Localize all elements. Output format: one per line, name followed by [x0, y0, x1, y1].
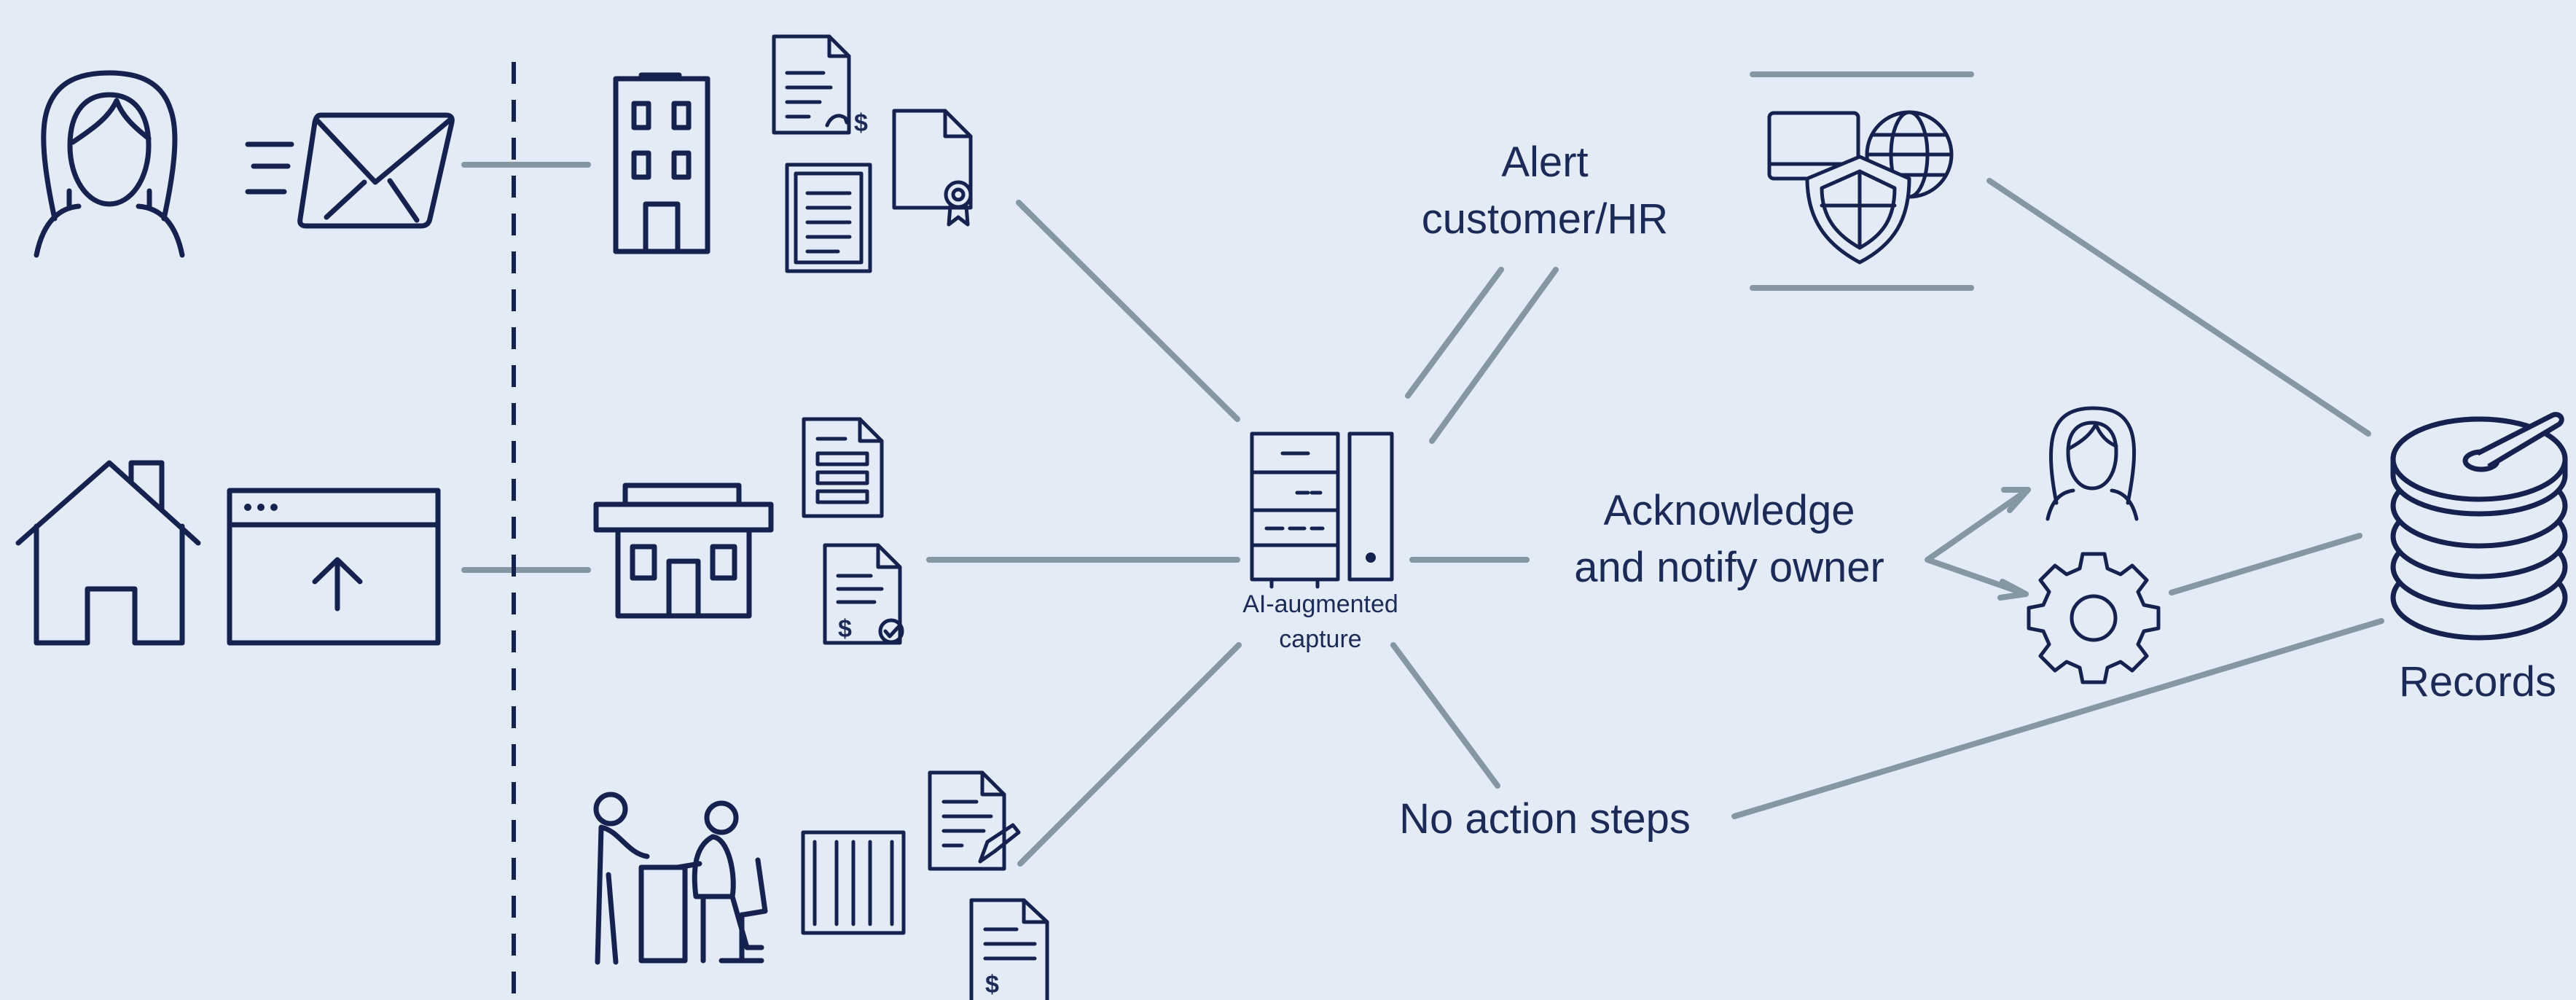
gear-icon [2027, 552, 2161, 684]
acknowledge-label-line1: Acknowledge [1604, 487, 1855, 534]
svg-text:$: $ [854, 109, 868, 137]
invoice-icon: $ [772, 34, 868, 137]
records-label: Records [2399, 658, 2556, 706]
statement-document-icon [785, 163, 872, 273]
arrow-acknowledge-branch [1925, 487, 2031, 597]
certificate-icon [892, 109, 973, 227]
upload-window-icon [227, 488, 441, 646]
alert-label-line1: Alert [1501, 138, 1588, 186]
house-icon [15, 460, 201, 646]
arrow-gear-to-records [2169, 533, 2362, 595]
svg-text:$: $ [838, 615, 852, 643]
arrow-capture-to-no-action [1390, 642, 1500, 789]
people-at-desk-icon [593, 792, 768, 965]
form-document-icon [802, 417, 884, 518]
svg-text:$: $ [985, 971, 999, 999]
arrow-head-owner [2001, 487, 2031, 513]
arrow-capture-to-alert [1405, 267, 1504, 399]
arrow-security-to-records [1986, 178, 2371, 437]
email-icon [245, 112, 455, 229]
server-icon [1250, 431, 1394, 589]
alert-label-line2: customer/HR [1422, 195, 1668, 243]
owner-icon [2045, 406, 2139, 521]
arrow-head-gear [1997, 579, 2029, 601]
storefront-icon [593, 483, 774, 619]
arrow-office-to-capture [1016, 200, 1240, 422]
security-globe-icon [1767, 110, 1954, 265]
acknowledge-label-line2: and notify owner [1574, 544, 1884, 591]
office-building-icon [613, 72, 710, 254]
arrow-alert-to-capture [1429, 267, 1559, 444]
paid-invoice-icon: $ [823, 543, 904, 645]
no-action-label: No action steps [1399, 795, 1691, 843]
dollar-document-icon: $ [969, 898, 1049, 1000]
woman-icon [34, 70, 185, 258]
signed-document-icon [928, 770, 1021, 871]
arrow-no-action-to-records [1731, 618, 2384, 819]
database-icon [2390, 412, 2568, 641]
cabinet-icon [801, 830, 906, 935]
ai-capture-label-line1: AI-augmented [1242, 590, 1398, 618]
ai-capture-label-line2: capture [1279, 625, 1361, 653]
arrow-desk-to-capture [1017, 642, 1242, 867]
